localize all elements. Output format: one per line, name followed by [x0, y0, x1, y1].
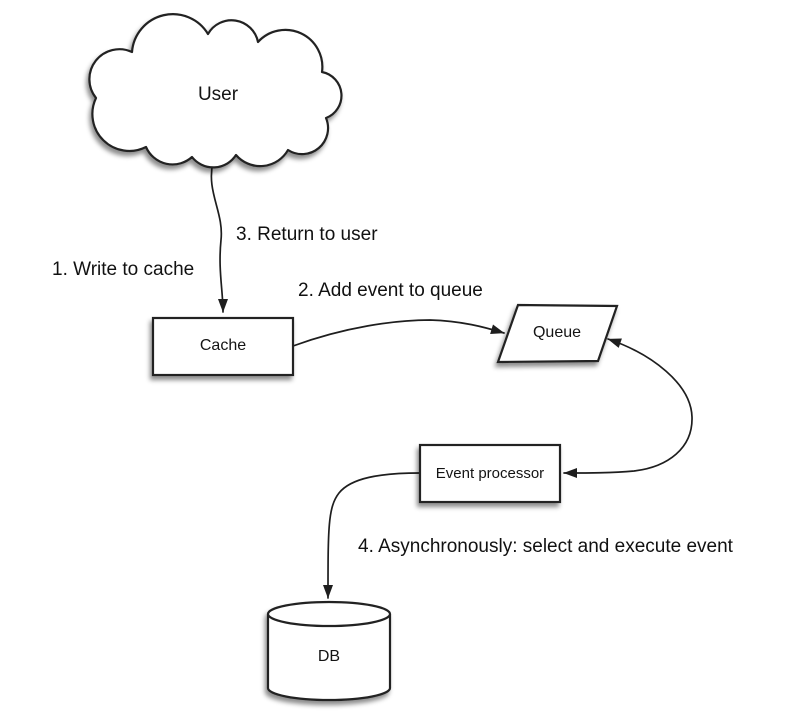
cache-node-label: Cache — [199, 337, 247, 354]
event-processor-node-label: Event processor — [435, 465, 545, 482]
db-cylinder-shape — [266, 600, 392, 702]
queue-parallelogram-shape — [496, 303, 619, 364]
cache-box-shape — [151, 316, 295, 377]
annotation-step3-return-to-user: 3. Return to user — [236, 224, 378, 245]
user-node-label: User — [197, 84, 239, 105]
edge-queue-eventprocessor — [563, 338, 693, 478]
edge-user-cache — [210, 161, 228, 313]
annotation-step4-asynchronously: 4. Asynchronously: select and execute ev… — [358, 536, 733, 557]
annotation-step2-add-event: 2. Add event to queue — [298, 280, 483, 301]
db-node-label: DB — [317, 648, 341, 665]
annotation-step1-write-to-cache: 1. Write to cache — [52, 259, 195, 280]
edge-eventprocessor-db — [323, 472, 421, 599]
user-cloud-shape — [88, 13, 343, 169]
edge-cache-queue — [292, 319, 505, 347]
queue-node-label: Queue — [532, 324, 582, 341]
event-processor-box-shape — [418, 443, 562, 504]
